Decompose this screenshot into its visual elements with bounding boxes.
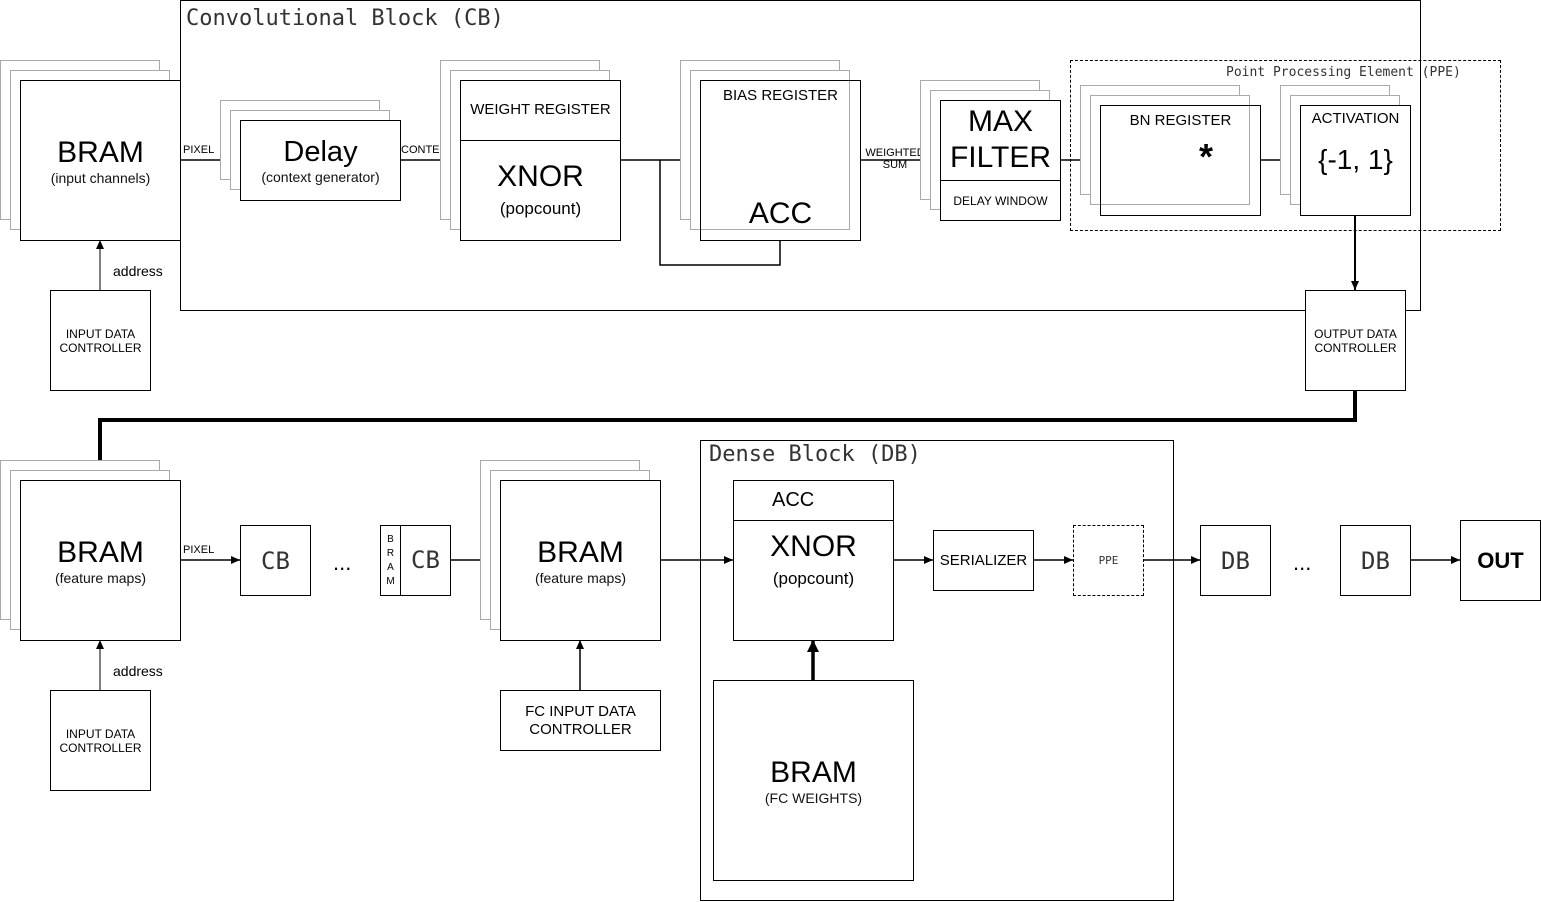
activation-unit xyxy=(1300,105,1411,216)
bn-register-label: BN REGISTER xyxy=(1129,112,1232,129)
xnor-sub: (popcount) xyxy=(499,199,582,218)
address-label-lower: address xyxy=(113,663,163,679)
bram-feature-maps-2: BRAM (feature maps) xyxy=(500,480,661,641)
dense-block-title: Dense Block (DB) xyxy=(709,442,921,467)
out-block: OUT xyxy=(1460,520,1541,601)
bram-feature-title: BRAM xyxy=(57,535,144,569)
dense-xnor-unit xyxy=(733,480,894,641)
bram-feature-maps: BRAM (feature maps) xyxy=(20,480,181,641)
dense-acc-label: ACC xyxy=(772,489,815,511)
bias-acc-unit xyxy=(700,80,861,241)
delay-title: Delay xyxy=(283,136,358,168)
dense-block-frame xyxy=(700,440,1174,901)
acc-label: ACC xyxy=(748,197,813,230)
cb-block: CB xyxy=(240,525,311,596)
bias-register-label: BIAS REGISTER xyxy=(722,87,839,104)
fc-input-data-controller: FC INPUT DATA CONTROLLER xyxy=(500,690,661,751)
activation-values: {-1, 1} xyxy=(1318,144,1393,175)
bram-input-channels: BRAM (input channels) xyxy=(20,80,181,241)
activation-label: ACTIVATION xyxy=(1311,110,1400,127)
bram-fc-sub: (FC WEIGHTS) xyxy=(764,789,863,806)
weight-register-label: WEIGHT REGISTER xyxy=(470,101,611,118)
bram-feature-sub: (feature maps) xyxy=(54,569,147,586)
address-label: address xyxy=(113,263,163,279)
bn-register xyxy=(1100,105,1261,216)
delay-context-generator: Delay (context generator) xyxy=(240,120,401,201)
delay-sub: (context generator) xyxy=(261,169,380,185)
delay-window-label: DELAY WINDOW xyxy=(953,193,1048,208)
output-to-bram-thick-arrow xyxy=(94,390,1357,480)
multiply-symbol: * xyxy=(1199,136,1214,177)
acc-feedback-loop xyxy=(659,160,781,266)
bram-sub: (input channels) xyxy=(50,169,151,186)
acc-stack-mid xyxy=(690,70,850,230)
weight-register: WEIGHT REGISTER xyxy=(460,80,621,141)
db-block-2: DB xyxy=(1340,525,1411,596)
max-filter-label: MAX FILTER xyxy=(949,105,1052,174)
bram-fc-weights: BRAM (FC WEIGHTS) xyxy=(713,680,914,881)
pixel-label: PIXEL xyxy=(183,144,215,156)
bram-vertical-label: B R A M xyxy=(380,525,401,596)
weighted-sum-label: WEIGHTED SUM xyxy=(865,147,925,171)
output-data-controller: OUTPUT DATA CONTROLLER xyxy=(1305,290,1406,391)
serializer: SERIALIZER xyxy=(933,530,1034,591)
ellipsis-lower: ... xyxy=(333,550,352,575)
delay-window: DELAY WINDOW xyxy=(940,180,1061,221)
bram-fc-title: BRAM xyxy=(770,755,857,789)
dense-ppe: PPE xyxy=(1073,525,1144,596)
dense-acc xyxy=(733,480,894,521)
ppe-frame xyxy=(1070,60,1501,231)
cb2-label: CB xyxy=(411,546,440,574)
ppe-title: Point Processing Element (PPE) xyxy=(1226,65,1461,80)
bn-stack-mid xyxy=(1090,95,1250,205)
bram-title: BRAM xyxy=(57,135,144,169)
dense-xnor-title: XNOR xyxy=(770,530,857,563)
bram-feature-title-2: BRAM xyxy=(537,535,624,569)
dense-xnor-sub: (popcount) xyxy=(772,569,855,588)
ellipsis-tail: ... xyxy=(1293,550,1312,575)
xnor-title: XNOR xyxy=(497,160,584,193)
input-data-controller-lower: INPUT DATA CONTROLLER xyxy=(50,690,151,791)
pixel-label-lower: PIXEL xyxy=(183,544,215,556)
conv-block-title: Convolutional Block (CB) xyxy=(186,6,504,31)
input-data-controller: INPUT DATA CONTROLLER xyxy=(50,290,151,391)
bram-feature-sub-2: (feature maps) xyxy=(534,569,627,586)
db-block-1: DB xyxy=(1200,525,1271,596)
